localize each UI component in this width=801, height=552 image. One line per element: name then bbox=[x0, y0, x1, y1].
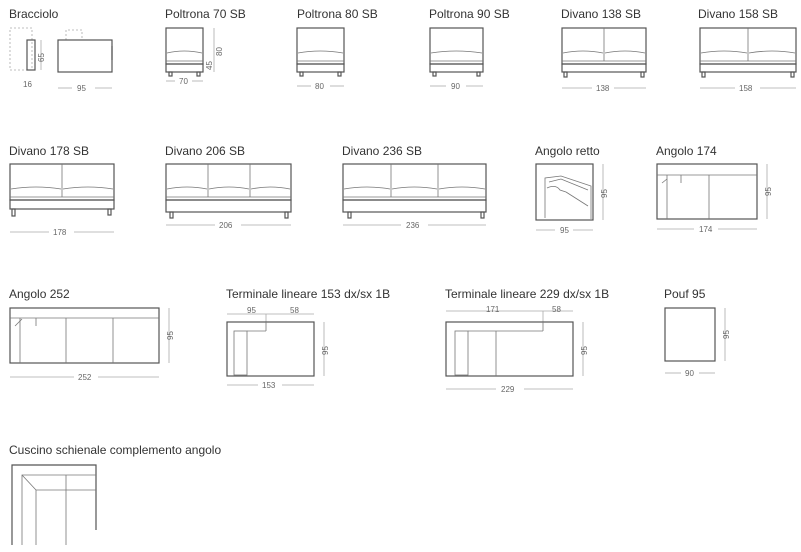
poltrona-80-drawing: 80 bbox=[296, 27, 345, 91]
dim-base: 16 bbox=[23, 80, 32, 89]
dim-width: 153 bbox=[262, 381, 276, 390]
divano-178-drawing: 178 bbox=[9, 163, 115, 237]
dim-width: 158 bbox=[739, 84, 753, 93]
item-title: Terminale lineare 153 dx/sx 1B bbox=[226, 287, 391, 301]
item-title: Poltrona 70 SB bbox=[165, 7, 246, 21]
terminale-229-drawing: 171 58 95 229 bbox=[445, 305, 589, 394]
bracciolo-drawing: 65 16 95 bbox=[9, 27, 113, 93]
item-title: Angolo retto bbox=[535, 144, 600, 158]
dim-width: 178 bbox=[53, 228, 67, 237]
dim-height: 80 bbox=[215, 47, 224, 56]
dim-depth: 95 bbox=[764, 187, 773, 196]
item-title: Angolo 174 bbox=[656, 144, 717, 158]
dim-part-a: 171 bbox=[486, 305, 500, 314]
angolo-174-drawing: 95 174 bbox=[656, 163, 773, 234]
dim-part-a: 95 bbox=[247, 306, 256, 315]
dim-width: 90 bbox=[451, 82, 460, 91]
dim-width: 174 bbox=[699, 225, 713, 234]
item-title: Poltrona 80 SB bbox=[297, 7, 378, 21]
item-title: Divano 206 SB bbox=[165, 144, 246, 158]
item-title: Terminale lineare 229 dx/sx 1B bbox=[445, 287, 610, 301]
item-title: Pouf 95 bbox=[664, 287, 706, 301]
divano-206-drawing: 206 bbox=[165, 163, 292, 230]
item-title: Angolo 252 bbox=[9, 287, 70, 301]
dim-width: 95 bbox=[560, 226, 569, 235]
dim-depth: 95 bbox=[580, 346, 589, 355]
divano-236-drawing: 236 bbox=[342, 163, 487, 230]
angolo-252-drawing: 95 252 bbox=[9, 307, 175, 382]
item-title: Bracciolo bbox=[9, 7, 59, 21]
dim-width: 95 bbox=[77, 84, 86, 93]
item-title: Divano 158 SB bbox=[698, 7, 779, 21]
divano-158-drawing: 158 bbox=[699, 27, 797, 93]
dim-width: 70 bbox=[179, 77, 188, 86]
item-title: Divano 138 SB bbox=[561, 7, 642, 21]
dim-depth: 95 bbox=[166, 331, 175, 340]
poltrona-70-drawing: 80 45 70 bbox=[165, 27, 224, 86]
dim-width: 90 bbox=[685, 369, 694, 378]
poltrona-90-drawing: 90 bbox=[429, 27, 484, 91]
item-title: Divano 178 SB bbox=[9, 144, 90, 158]
dim-width: 229 bbox=[501, 385, 515, 394]
dim-width: 138 bbox=[596, 84, 610, 93]
terminale-153-drawing: 95 58 95 153 bbox=[226, 306, 330, 390]
dim-part-b: 58 bbox=[290, 306, 299, 315]
dim-depth: 95 bbox=[722, 330, 731, 339]
item-title: Poltrona 90 SB bbox=[429, 7, 510, 21]
dim-depth: 95 bbox=[600, 189, 609, 198]
dim-width: 252 bbox=[78, 373, 92, 382]
dim-width: 206 bbox=[219, 221, 233, 230]
dim-width: 80 bbox=[315, 82, 324, 91]
dim-width: 236 bbox=[406, 221, 420, 230]
dim-part-b: 58 bbox=[552, 305, 561, 314]
dim-depth: 95 bbox=[321, 346, 330, 355]
dim-seat: 45 bbox=[205, 61, 214, 70]
item-title: Cuscino schienale complemento angolo bbox=[9, 443, 222, 457]
divano-138-drawing: 138 bbox=[561, 27, 647, 93]
dim-height: 65 bbox=[37, 53, 46, 62]
cuscino-drawing bbox=[11, 464, 97, 545]
item-title: Divano 236 SB bbox=[342, 144, 423, 158]
angolo-retto-drawing: 95 95 bbox=[535, 163, 609, 235]
pouf-95-drawing: 95 90 bbox=[664, 307, 731, 378]
